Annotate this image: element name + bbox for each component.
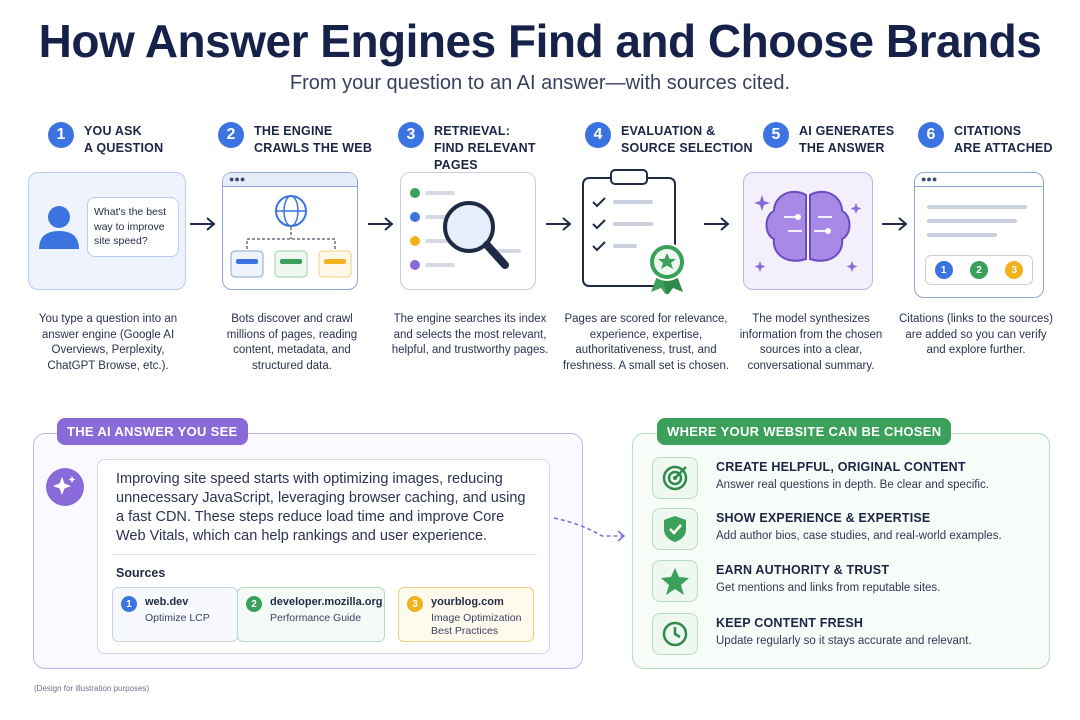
source-number: 2 [246,596,262,612]
crawl-browser-card: ●●● [222,172,358,290]
source-number: 1 [121,596,137,612]
sparkle-icon [46,468,84,506]
step-4: 4 EVALUATION &SOURCE SELECTION Pages are… [563,122,755,372]
tip-desc: Update regularly so it stays accurate an… [716,635,972,647]
citation-3[interactable]: 3 [1005,261,1024,279]
sources-label: Sources [116,566,166,580]
source-card-1[interactable]: 1 web.dev Optimize LCP [112,587,238,642]
citation-chips: 1 2 3 [925,255,1033,285]
browser-bar: ●●● [915,173,1043,187]
page-subtitle: From your question to an AI answer—with … [289,72,791,94]
website-panel [632,433,1050,669]
tip-fresh-content: KEEP CONTENT FRESH Update regularly so i… [652,613,1032,661]
step-number: 2 [218,122,244,148]
step-number: 5 [763,122,789,148]
tip-title: KEEP CONTENT FRESH [716,616,864,630]
tip-authority: EARN AUTHORITY & TRUST Get mentions and … [652,560,1032,608]
step-description: Pages are scored for relevance, experien… [562,313,730,372]
website-tag: WHERE YOUR WEBSITE CAN BE CHOSEN [657,418,952,445]
tip-title: SHOW EXPERIENCE & EXPERTISE [716,511,931,525]
magnifier-icon [410,188,521,270]
question-bubble: What's the best way to improve site spee… [87,197,179,257]
step-number: 6 [918,122,944,148]
ai-answer-tag: THE AI ANSWER YOU SEE [57,418,248,445]
tip-desc: Add author bios, case studies, and real-… [716,530,1002,542]
step-description: Citations (links to the sources) are add… [898,313,1054,356]
source-domain: web.dev [145,596,189,608]
citations-browser-card: ●●● 1 2 3 [914,172,1044,298]
question-card: What's the best way to improve site spee… [28,172,186,290]
shield-check-icon [652,508,698,550]
step-number: 3 [398,122,424,148]
retrieval-card [400,172,536,290]
user-icon [39,206,79,249]
ai-answer-box: Improving site speed starts with optimiz… [97,459,550,654]
source-title: Image Optimization Best Practices [431,612,522,637]
target-icon [652,457,698,499]
tip-experience: SHOW EXPERIENCE & EXPERTISE Add author b… [652,508,1032,556]
step-description: You type a question into an answer engin… [38,313,178,372]
browser-bar: ●●● [223,173,357,187]
step-description: The model synthesizes information from t… [739,313,883,372]
tip-helpful-content: CREATE HELPFUL, ORIGINAL CONTENT Answer … [652,457,1032,505]
clock-icon [652,613,698,655]
source-number: 3 [407,596,423,612]
step-description: The engine searches its index and select… [391,313,549,356]
tip-desc: Get mentions and links from reputable si… [716,582,941,594]
footnote: (Design for illustration purposes) [34,684,150,693]
step-description: Bots discover and crawl millions of page… [226,313,358,372]
source-domain: developer.mozilla.org [270,596,383,608]
globe-icon [230,195,352,278]
arrow-right-icon [546,217,572,231]
page-title: How Answer Engines Find and Choose Brand… [38,15,1042,67]
source-domain: yourblog.com [431,596,504,608]
source-card-2[interactable]: 2 developer.mozilla.org Performance Guid… [237,587,385,642]
step-number: 1 [48,122,74,148]
arrow-right-icon [190,217,216,231]
step-title: EVALUATION &SOURCE SELECTION [621,124,753,155]
tip-title: EARN AUTHORITY & TRUST [716,563,890,577]
citation-1[interactable]: 1 [934,261,953,279]
citation-2[interactable]: 2 [969,261,988,279]
step-number: 4 [585,122,611,148]
ai-brain-card [743,172,873,290]
source-title: Performance Guide [270,612,362,624]
answer-text: Improving site speed starts with optimiz… [116,471,526,544]
clipboard-badge-icon [582,169,686,294]
star-icon [652,560,698,602]
brain-icon [754,190,862,272]
arrow-right-icon [368,217,394,231]
tip-desc: Answer real questions in depth. Be clear… [716,479,989,491]
source-title: Optimize LCP [145,612,210,624]
step-3: 3 RETRIEVAL:FIND RELEVANT PAGES The engi… [392,122,568,356]
arrow-right-icon [704,217,730,231]
arrow-right-icon [882,217,908,231]
source-card-3[interactable]: 3 yourblog.com Image Optimization Best P… [398,587,534,642]
tip-title: CREATE HELPFUL, ORIGINAL CONTENT [716,460,966,474]
dashed-connector [553,517,626,542]
step-title: RETRIEVAL:FIND RELEVANT PAGES [434,124,536,172]
